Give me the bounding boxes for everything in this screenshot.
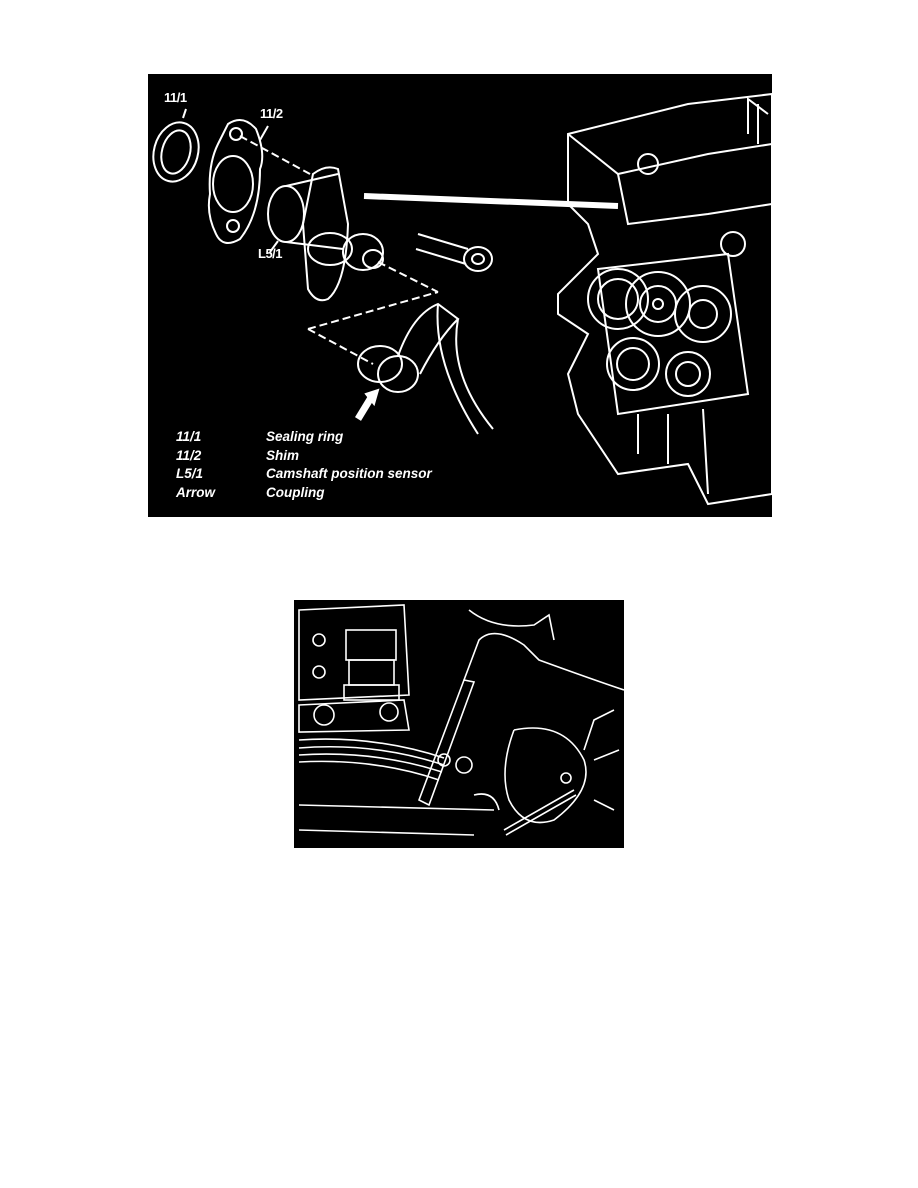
legend-code: L5/1: [176, 466, 204, 481]
legend-code: 11/1: [176, 429, 202, 444]
legend-row: Arrow Coupling: [176, 484, 432, 503]
legend-label: Sealing ring: [266, 429, 344, 444]
legend-code: 11/2: [176, 447, 202, 463]
legend-row: 11/1 Sealing ring: [176, 428, 432, 447]
figure-engine-tool-detail: [294, 600, 624, 848]
figure-legend: 11/1 Sealing ring 11/2 Shim L5/1 Camshaf…: [176, 428, 432, 502]
callout-label: 11/1: [164, 90, 187, 105]
legend-code: Arrow: [176, 484, 216, 500]
legend-row: L5/1 Camshaft position sensor: [176, 465, 432, 484]
legend-label: Camshaft position sensor: [266, 466, 432, 481]
callout-label: 11/2: [260, 106, 283, 121]
engine-detail-drawing: [298, 604, 624, 836]
figure-camshaft-sensor-exploded-view: 11/1 11/2 L5/1 11/1 Sealing ring 11/2 Sh…: [148, 74, 772, 517]
callout-label: L5/1: [258, 246, 283, 261]
exploded-view-drawing: [152, 92, 772, 506]
legend-row: 11/2 Shim: [176, 447, 432, 466]
legend-label: Coupling: [266, 484, 325, 500]
legend-label: Shim: [266, 447, 300, 463]
